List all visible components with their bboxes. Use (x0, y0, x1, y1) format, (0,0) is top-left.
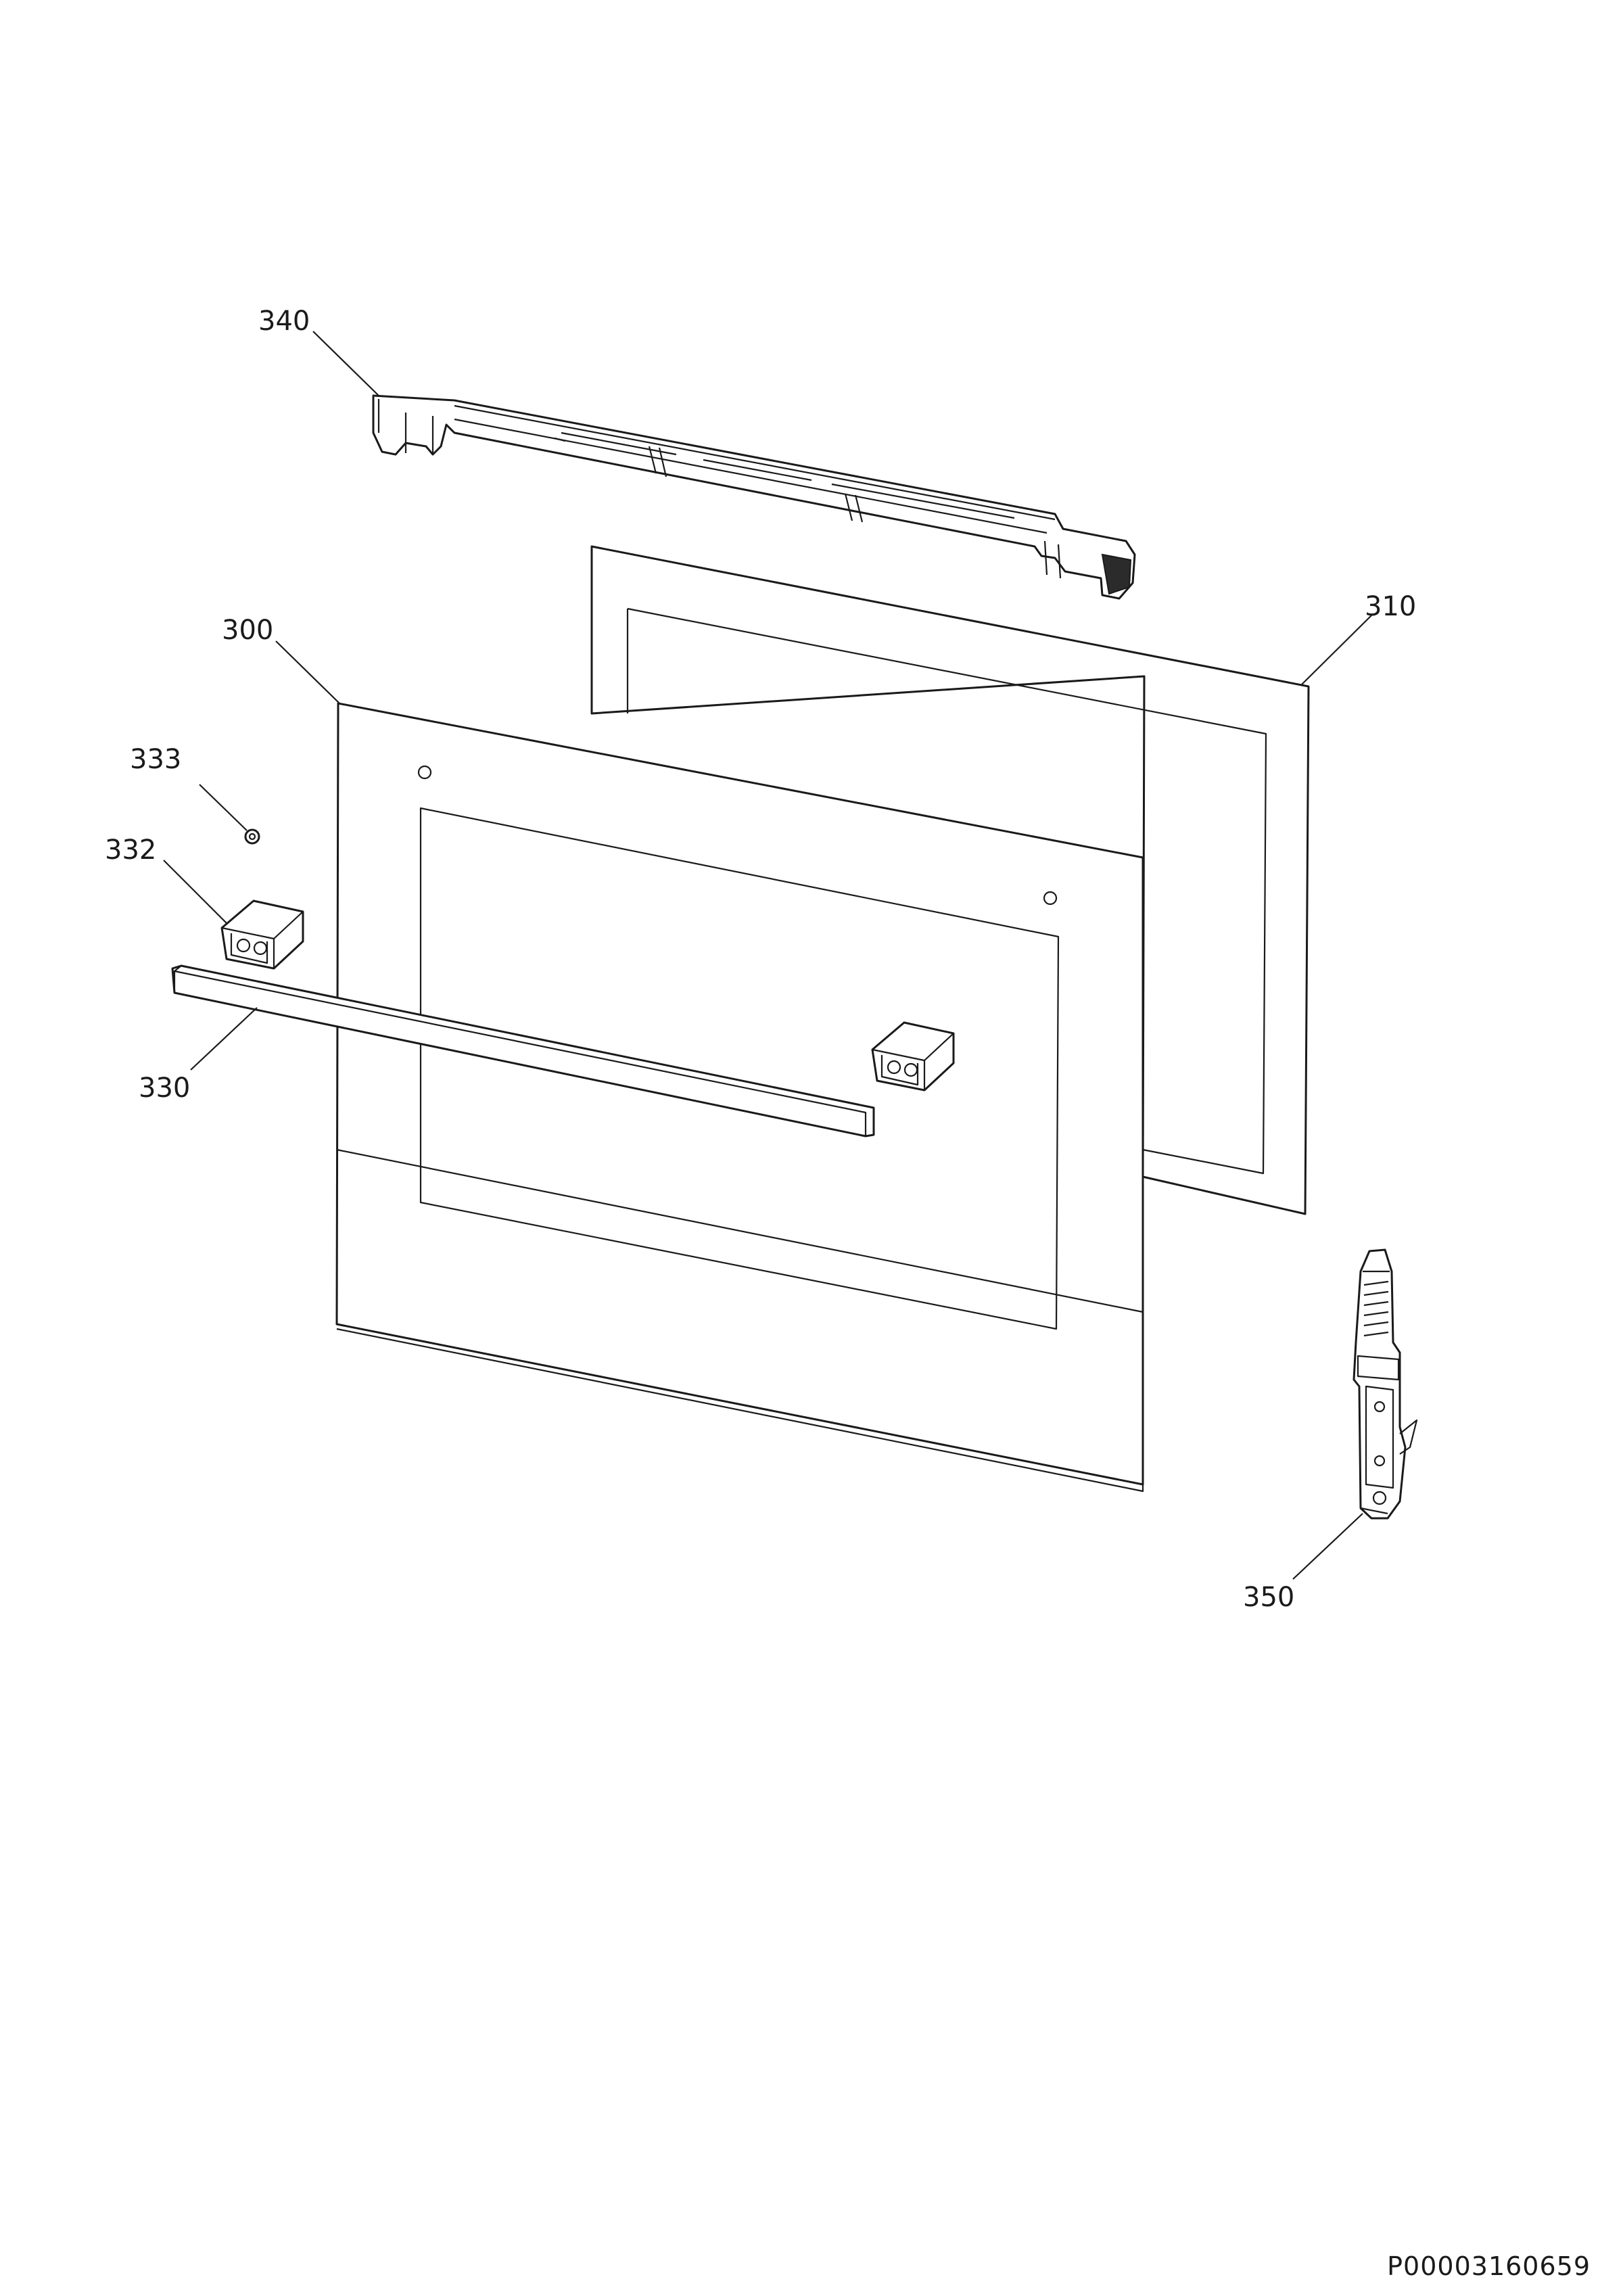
part-330-handle-bar[interactable] (171, 964, 875, 1138)
callout-350: 350 (1243, 1582, 1294, 1613)
part-350-hinge[interactable] (1352, 1248, 1418, 1520)
part-333-screw[interactable] (244, 828, 260, 845)
leader-310 (1301, 615, 1372, 685)
callout-340: 340 (258, 306, 310, 337)
part-340-top-profile[interactable] (372, 394, 1136, 600)
leader-332 (163, 860, 227, 924)
callout-332: 332 (105, 835, 156, 866)
callout-310: 310 (1365, 591, 1416, 622)
leader-340 (312, 331, 379, 396)
leader-330 (190, 1007, 258, 1071)
leader-333 (199, 784, 248, 831)
part-332-handle-bracket-right[interactable] (871, 1021, 955, 1092)
callout-300: 300 (222, 615, 273, 646)
part-332-handle-bracket-left[interactable] (220, 899, 304, 970)
leader-350 (1292, 1513, 1363, 1580)
leader-300 (275, 640, 340, 704)
callout-330: 330 (139, 1073, 190, 1104)
callout-333: 333 (130, 744, 181, 775)
document-id: P00003160659 (1387, 2251, 1591, 2281)
